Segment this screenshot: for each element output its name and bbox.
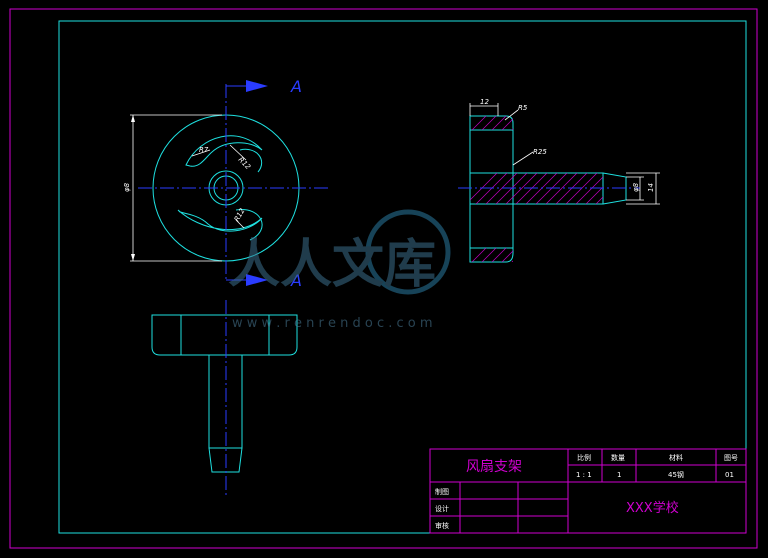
dim-side-dia: 14 <box>647 183 655 192</box>
school-name: XXX学校 <box>626 500 679 516</box>
dim-side-r25: R25 <box>533 148 547 156</box>
header-scale: 比例 <box>577 453 591 462</box>
svg-text:人人文库: 人人文库 <box>228 235 436 295</box>
bottom-view <box>151 300 298 495</box>
section-label-bottom: A <box>290 271 302 290</box>
dim-r7: R7 <box>199 146 209 154</box>
value-quantity: 1 <box>617 471 621 479</box>
svg-text:w w w . r e n r e n d o c . c: w w w . r e n r e n d o c . c o m <box>232 316 433 331</box>
side-view <box>458 103 660 263</box>
dim-side-r5: R5 <box>518 104 528 112</box>
dim-side-small: φ8 <box>632 182 640 192</box>
value-drawing-no: 01 <box>725 471 734 479</box>
part-name: 风扇支架 <box>466 459 522 475</box>
role-reviewer: 审核 <box>435 521 449 530</box>
dim-side-width: 12 <box>480 98 489 106</box>
role-designer: 设计 <box>435 504 449 513</box>
front-view <box>130 80 330 286</box>
role-drafter: 制图 <box>435 487 449 496</box>
header-drawing-no: 图号 <box>724 454 738 462</box>
section-label-top: A <box>290 77 302 96</box>
title-block <box>429 448 747 534</box>
header-quantity: 数量 <box>611 453 625 462</box>
header-material: 材料 <box>669 453 683 462</box>
dim-r12b: R12 <box>233 207 247 223</box>
section-arrow-bottom <box>246 274 268 286</box>
inner-frame <box>58 20 747 534</box>
dim-r12a: R12 <box>237 156 253 172</box>
value-scale: 1 : 1 <box>576 471 592 479</box>
watermark: 人人文库 w w w . r e n r e n d o c . c o m <box>228 209 451 331</box>
outer-border <box>9 8 758 549</box>
value-material: 45钢 <box>668 470 684 479</box>
dim-front-dia: φ8 <box>123 182 131 192</box>
section-arrow-top <box>246 80 268 92</box>
